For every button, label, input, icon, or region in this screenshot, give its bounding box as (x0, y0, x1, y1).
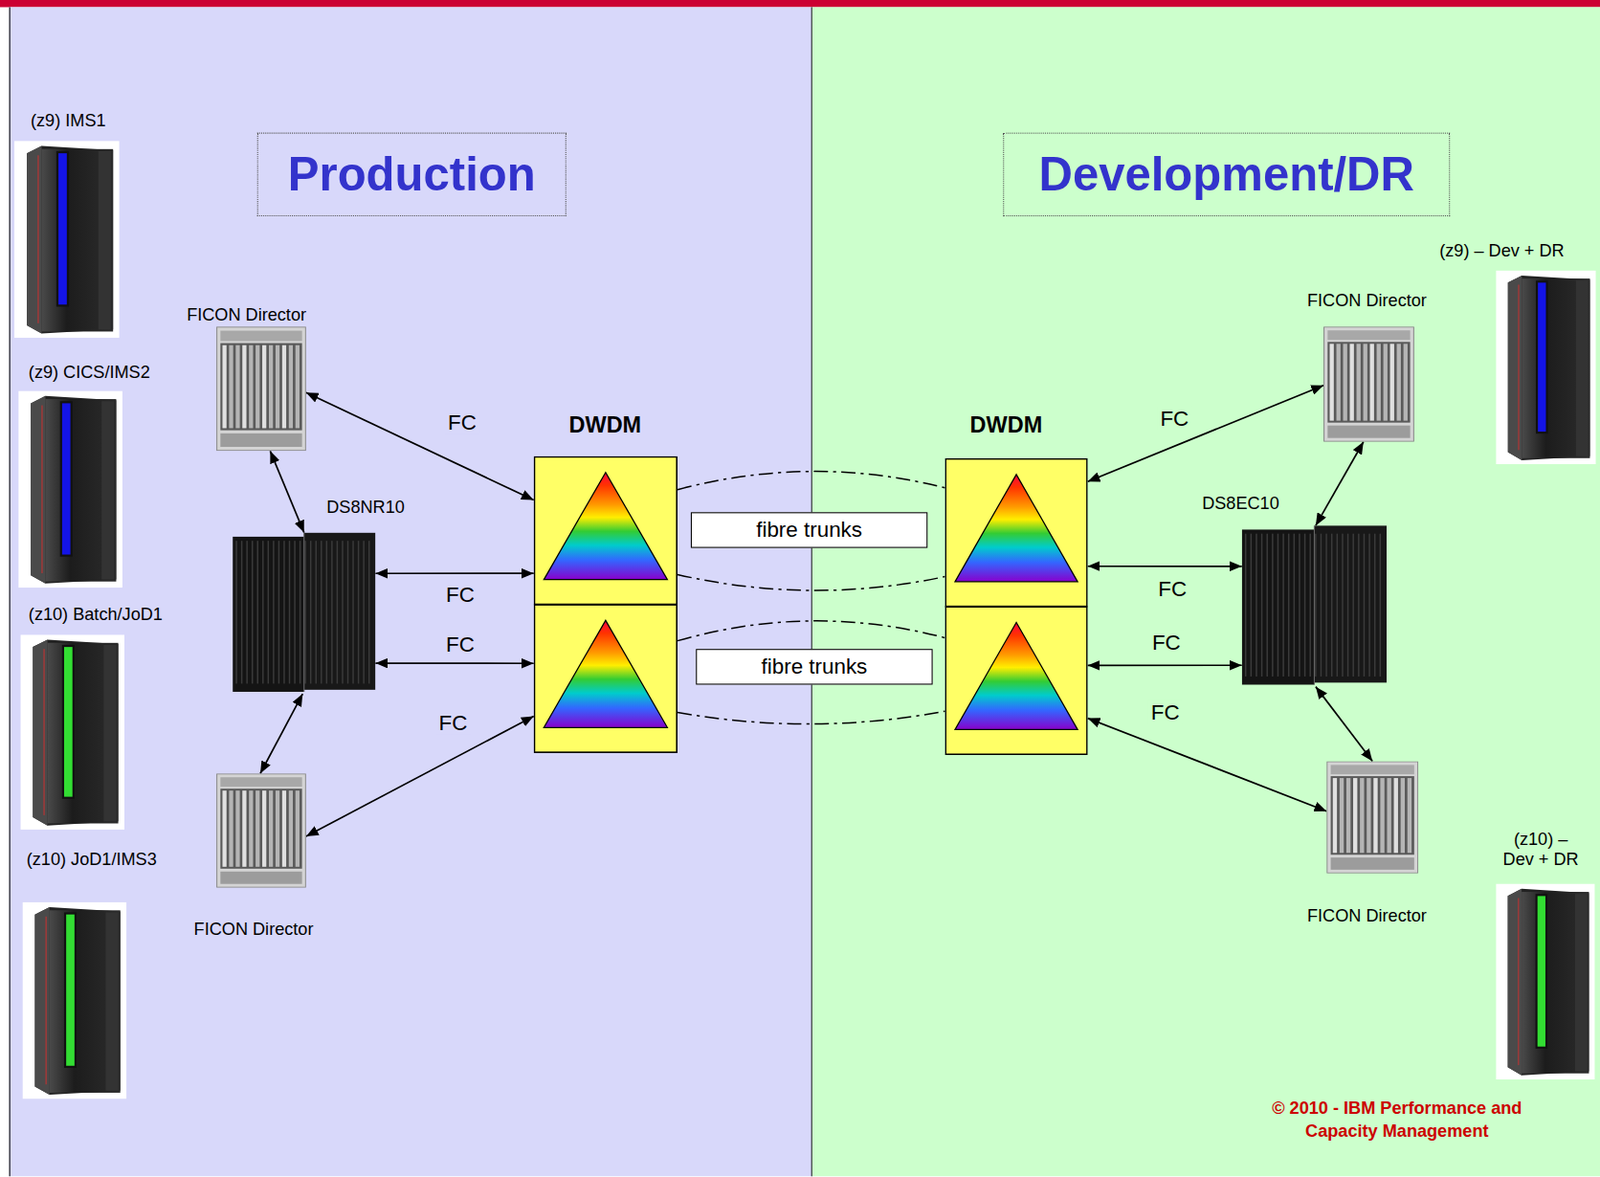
trunk-box: fibre trunks (695, 648, 933, 685)
fc-link (1088, 385, 1324, 483)
node-label: (z9) CICS/IMS2 (28, 362, 151, 383)
frame-shape (14, 140, 120, 338)
fc-link (1088, 718, 1328, 812)
link-label: FC (443, 632, 478, 657)
title-box: Development/DR (1002, 133, 1450, 217)
node-label: (z10) – Dev + DR (1497, 829, 1584, 870)
mainframe-image (18, 390, 123, 588)
storage-unit: DS8EC10 (1201, 493, 1387, 688)
mainframe: (z9) – Dev + DR (1439, 241, 1597, 466)
mainframe: (z9) IMS1 (14, 111, 120, 338)
storage-image (232, 533, 376, 694)
link-label: FC (1155, 577, 1190, 601)
frame-shape (22, 902, 127, 1100)
ficon-director: FICON Director (1307, 760, 1427, 926)
frame-shape (18, 390, 123, 588)
fibre-trunk-line (677, 574, 945, 591)
copyright-note: © 2010 - IBM Performance and Capacity Ma… (1244, 1097, 1551, 1143)
fc-link (260, 693, 303, 774)
mainframe: (z10) – Dev + DR (1495, 829, 1595, 1080)
ficon-director-image (1323, 326, 1415, 442)
node-label: (z10) Batch/JoD1 (28, 604, 163, 625)
node-label: DS8EC10 (1201, 493, 1280, 514)
link-label: FC (444, 410, 480, 435)
node-label: (z9) IMS1 (30, 111, 107, 132)
title-text: Development/DR (1038, 147, 1414, 201)
link-label: FC (1148, 700, 1183, 725)
ficon-director-image (216, 773, 307, 888)
mainframe-image (1495, 883, 1595, 1080)
link-label: FC (1149, 629, 1184, 654)
node-label: FICON Director (194, 919, 314, 940)
node-label: (z10) JoD1/IMS3 (26, 849, 157, 870)
trunk-box: fibre trunks (690, 511, 928, 548)
ficon-director: FICON Director (186, 305, 307, 451)
node-label: FICON Director (1307, 906, 1427, 927)
dwdm-image (944, 458, 1088, 756)
dwdm-unit: DWDM (533, 412, 678, 754)
link-label: FC (435, 711, 470, 735)
mainframe-image (1495, 270, 1597, 466)
frame-shape (1495, 883, 1595, 1080)
fc-link (306, 715, 534, 836)
node-label: FICON Director (1307, 290, 1427, 312)
node-label: DWDM (970, 412, 1044, 439)
mainframe-image (20, 634, 125, 830)
ficon-director-image (216, 326, 307, 451)
ficon-shape (1323, 326, 1415, 442)
dwdm-shape (944, 458, 1088, 756)
box-label: fibre trunks (761, 654, 868, 680)
ficon-shape (216, 773, 307, 888)
node-label: (z9) – Dev + DR (1439, 241, 1564, 262)
ficon-director: FICON Director (194, 773, 314, 939)
ds8-shape (232, 533, 376, 694)
fc-link (375, 572, 534, 575)
fc-link (306, 392, 534, 500)
mainframe-image (14, 140, 120, 338)
ficon-shape (1326, 760, 1419, 873)
ficon-director-image (1326, 760, 1419, 873)
ficon-director: FICON Director (1307, 290, 1427, 443)
ficon-shape (216, 326, 307, 451)
fc-link (1088, 664, 1243, 667)
title-box: Production (257, 133, 567, 217)
frame-shape (1495, 270, 1597, 466)
ds8-shape (1242, 525, 1387, 687)
title-text: Production (288, 147, 536, 201)
frame-shape (20, 634, 125, 830)
node-label: DWDM (569, 412, 643, 439)
fc-link (1315, 442, 1364, 526)
mainframe: (z10) JoD1/IMS3 (22, 849, 156, 1099)
fc-link (269, 450, 304, 533)
fibre-trunk-line (677, 471, 945, 490)
top-bar (0, 0, 1600, 7)
fc-link (375, 662, 534, 665)
mainframe-image (22, 902, 127, 1100)
box-label: fibre trunks (755, 517, 863, 543)
dwdm-image (533, 456, 678, 754)
node-label: DS8NR10 (326, 497, 405, 518)
dwdm-unit: DWDM (944, 412, 1088, 756)
mainframe: (z10) Batch/JoD1 (20, 604, 163, 830)
node-label: FICON Director (186, 305, 307, 326)
link-label: FC (1156, 406, 1192, 431)
mainframe: (z9) CICS/IMS2 (18, 362, 151, 589)
storage-image (1242, 525, 1387, 687)
dwdm-shape (533, 456, 678, 754)
link-label: FC (443, 581, 478, 606)
storage-unit: DS8NR10 (232, 497, 405, 694)
fc-link (1088, 565, 1243, 568)
fibre-trunk-line (677, 711, 945, 724)
fc-link (1315, 687, 1373, 762)
fibre-trunk-line (677, 621, 945, 642)
